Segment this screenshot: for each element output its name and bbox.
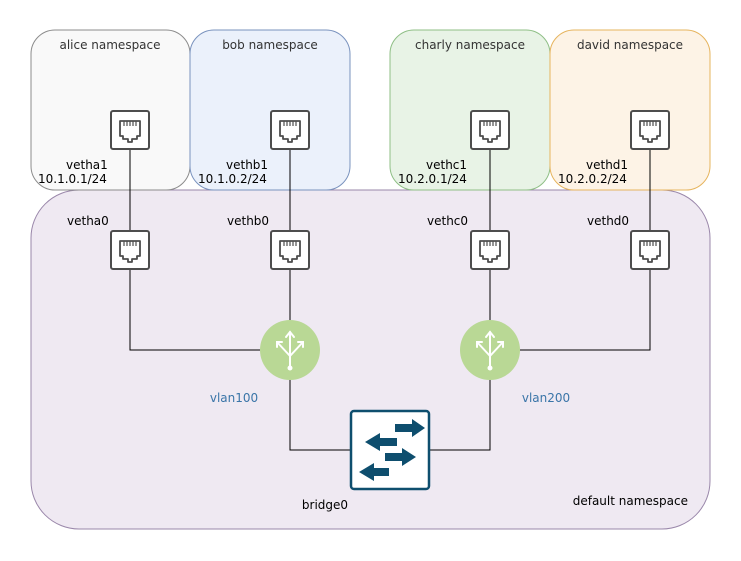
vethb1-address: 10.1.0.2/24 <box>198 172 267 186</box>
vetha0-label: vetha0 <box>67 214 109 228</box>
vethd1-label: vethd1 <box>586 158 628 172</box>
vethc0-port-icon <box>470 230 510 270</box>
vetha0-port-icon <box>110 230 150 270</box>
vethb0-label: vethb0 <box>227 214 269 228</box>
vethc1-port-icon <box>470 110 510 150</box>
vlan200-router-icon <box>459 319 521 381</box>
vethd1-port-icon <box>630 110 670 150</box>
vethb0-port-icon <box>270 230 310 270</box>
bridge0-label: bridge0 <box>302 498 348 512</box>
bob-namespace-box <box>189 29 351 191</box>
vetha1-port-icon <box>110 110 150 150</box>
vethd1-address: 10.2.0.2/24 <box>558 172 627 186</box>
default-namespace-box <box>30 189 711 530</box>
bob-namespace-label: bob namespace <box>222 38 318 52</box>
vlan100-router-icon <box>259 319 321 381</box>
david-namespace-box <box>549 29 711 191</box>
vethc1-address: 10.2.0.1/24 <box>398 172 467 186</box>
vethc0-label: vethc0 <box>427 214 468 228</box>
connection-lines <box>129 149 651 451</box>
charly-namespace-label: charly namespace <box>415 38 525 52</box>
vethb1-port-icon <box>270 110 310 150</box>
default-namespace-label: default namespace <box>573 494 688 508</box>
vlan100-label: vlan100 <box>210 391 258 405</box>
alice-namespace-label: alice namespace <box>59 38 160 52</box>
vethb1-label: vethb1 <box>226 158 268 172</box>
vlan200-label: vlan200 <box>522 391 570 405</box>
charly-namespace-box <box>389 29 551 191</box>
alice-namespace-box <box>30 29 191 191</box>
vetha1-address: 10.1.0.1/24 <box>38 172 107 186</box>
bridge0-switch-icon <box>349 409 431 491</box>
vethd0-port-icon <box>630 230 670 270</box>
vetha1-label: vetha1 <box>66 158 108 172</box>
vethd0-label: vethd0 <box>587 214 629 228</box>
david-namespace-label: david namespace <box>577 38 683 52</box>
vethc1-label: vethc1 <box>426 158 467 172</box>
